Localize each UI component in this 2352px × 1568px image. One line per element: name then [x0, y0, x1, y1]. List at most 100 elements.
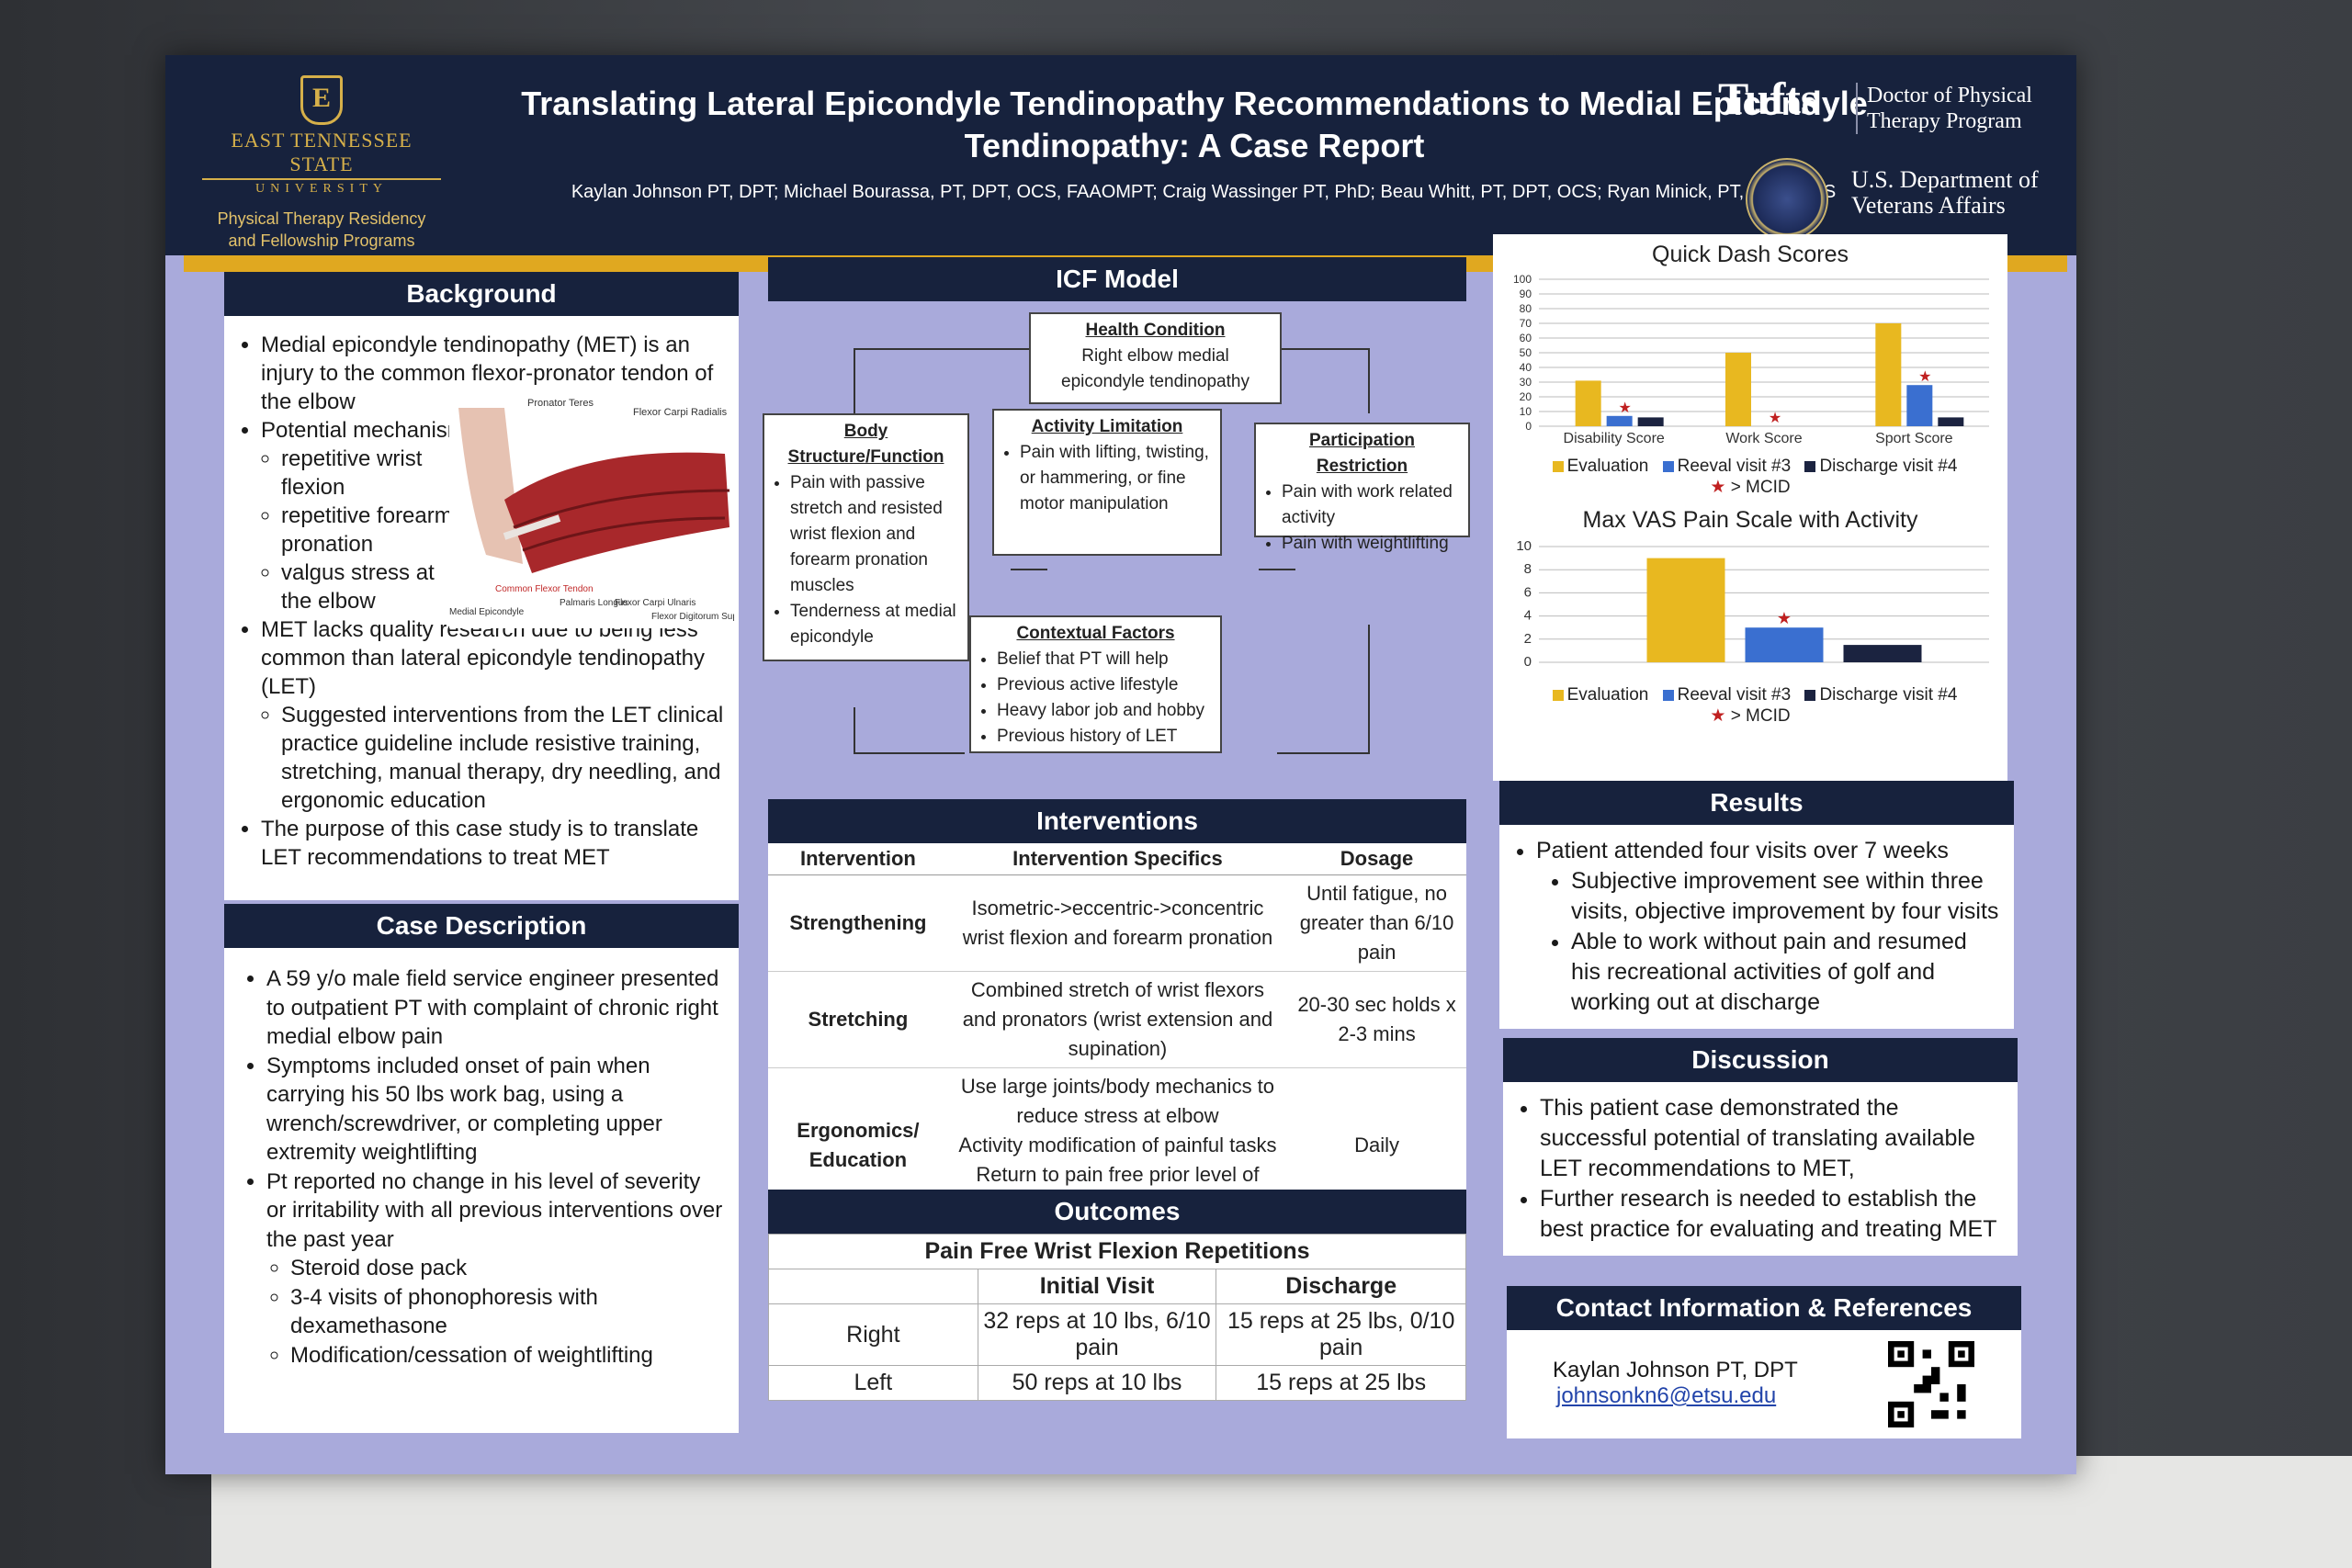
y-tick-label: 40: [1520, 361, 1532, 374]
icf-body-structure: Body Structure/Function Pain with passiv…: [763, 413, 969, 661]
y-tick-label: 50: [1520, 346, 1532, 359]
discussion-panel: This patient case demonstrated the succe…: [1503, 1082, 2018, 1256]
results-bullet: Patient attended four visits over 7 week…: [1536, 836, 2001, 866]
poster-authors: Kaylan Johnson PT, DPT; Michael Bourassa…: [571, 182, 1837, 202]
case-bullet: A 59 y/o male field service engineer pre…: [266, 964, 726, 1052]
table-header: Intervention: [768, 843, 948, 875]
icf-section: ICF Model Health Condition Right elbow m…: [763, 257, 1470, 845]
results-subbullet: Subjective improvement see within three …: [1571, 866, 2001, 927]
anatomy-label: Flexor Carpi Ulnaris: [615, 598, 695, 608]
case-heading: Case Description: [224, 904, 739, 948]
case-bullet: Pt reported no change in his level of se…: [266, 1168, 726, 1371]
y-tick-label: 4: [1524, 608, 1532, 624]
tufts-logo: Tufts: [1718, 73, 1819, 124]
x-tick-label: Disability Score: [1564, 431, 1665, 446]
background-subbullet: Suggested interventions from the LET cli…: [281, 701, 726, 815]
icf-health-condition: Health Condition Right elbow medial epic…: [1029, 312, 1282, 404]
contact-name: Kaylan Johnson PT, DPT: [1553, 1358, 1798, 1382]
results-heading: Results: [1499, 781, 2014, 825]
table-header: Intervention Specifics: [947, 843, 1288, 875]
chart-legend: Evaluation Reeval visit #3 Discharge vis…: [1493, 457, 2007, 498]
table-row: Stretching Combined stretch of wrist fle…: [768, 971, 1466, 1068]
mcid-star-icon: ★: [1918, 369, 1931, 385]
bar: [1646, 558, 1725, 662]
bar: [1938, 417, 1964, 426]
y-tick-label: 90: [1520, 288, 1532, 300]
chart-title: Quick Dash Scores: [1652, 242, 1849, 267]
case-panel: A 59 y/o male field service engineer pre…: [224, 948, 739, 1433]
anatomy-label: Flexor Digitorum Superficialis: [651, 612, 734, 622]
mcid-star-icon: ★: [1777, 609, 1792, 627]
poster-header: E EAST TENNESSEE STATE UNIVERSITY Physic…: [165, 55, 2076, 255]
qr-code-icon[interactable]: [1888, 1341, 1974, 1427]
etsu-logo: E EAST TENNESSEE STATE UNIVERSITY Physic…: [202, 75, 441, 252]
anatomy-label: Common Flexor Tendon: [495, 584, 594, 594]
table-header: Discharge: [1216, 1269, 1466, 1304]
mcid-star-icon: ★: [1769, 411, 1781, 426]
icf-activity-limitation: Activity Limitation Pain with lifting, t…: [992, 409, 1222, 556]
table-row: Left 50 reps at 10 lbs 15 reps at 25 lbs: [768, 1365, 1466, 1401]
mechanism-item: repetitive wrist flexion: [281, 445, 465, 502]
bar: [1575, 380, 1601, 426]
icf-heading: ICF Model: [768, 257, 1466, 301]
results-subbullet: Able to work without pain and resumed hi…: [1571, 927, 2001, 1018]
discussion-bullet: Further research is needed to establish …: [1540, 1184, 2005, 1245]
table-row: Strengthening Isometric->eccentric->conc…: [768, 874, 1466, 972]
results-section: Results Patient attended four visits ove…: [1499, 781, 2014, 1029]
y-tick-label: 20: [1520, 390, 1532, 403]
y-tick-label: 6: [1524, 584, 1532, 600]
background-heading: Background: [224, 272, 739, 316]
y-tick-label: 80: [1520, 302, 1532, 315]
contact-email-link[interactable]: johnsonkn6@etsu.edu: [1556, 1383, 1777, 1408]
bar: [1875, 323, 1902, 426]
elbow-anatomy-illustration: Pronator Teres Flexor Carpi Radialis Med…: [449, 389, 734, 628]
y-tick-label: 30: [1520, 376, 1532, 389]
x-tick-label: Work Score: [1725, 431, 1802, 446]
chart-legend: Evaluation Reeval visit #3 Discharge vis…: [1493, 685, 2007, 727]
tufts-program: Doctor of Physical Therapy Program: [1856, 83, 2078, 134]
results-panel: Patient attended four visits over 7 week…: [1499, 825, 2014, 1029]
chart-title: Max VAS Pain Scale with Activity: [1582, 507, 1918, 533]
x-tick-label: Sport Score: [1875, 431, 1953, 446]
background-panel: Medial epicondyle tendinopathy (MET) is …: [224, 316, 739, 900]
etsu-program: Physical Therapy Residency and Fellowshi…: [217, 209, 426, 250]
interventions-heading: Interventions: [768, 799, 1466, 843]
bar: [1843, 645, 1922, 662]
mechanism-item: repetitive forearm pronation: [281, 502, 465, 558]
background-bullet: Medial epicondyle tendinopathy (MET) is …: [261, 331, 726, 416]
case-subbullet: 3-4 visits of phonophoresis with dexamet…: [290, 1283, 726, 1341]
case-subbullet: Steroid dose pack: [290, 1254, 726, 1283]
y-tick-label: 10: [1520, 405, 1532, 418]
bar: [1606, 415, 1633, 426]
background-bullet: Potential mechanisms: repetitive wrist f…: [261, 416, 726, 615]
background-bullet: The purpose of this case study is to tra…: [261, 815, 726, 872]
case-bullet: Symptoms included onset of pain when car…: [266, 1052, 726, 1168]
interventions-section: Interventions Intervention Intervention …: [768, 799, 1466, 1224]
discussion-heading: Discussion: [1503, 1038, 2018, 1082]
y-tick-label: 70: [1520, 317, 1532, 330]
y-tick-label: 60: [1520, 332, 1532, 344]
etsu-shield-icon: E: [300, 75, 343, 125]
anatomy-label: Flexor Carpi Radialis: [633, 407, 728, 418]
background-section: Background Medial epicondyle tendinopath…: [224, 272, 739, 1433]
icf-participation: Participation Restriction Pain with work…: [1254, 423, 1470, 553]
y-tick-label: 10: [1516, 538, 1532, 554]
mcid-star-icon: ★: [1618, 400, 1631, 416]
icf-contextual-factors: Contextual Factors Belief that PT will h…: [969, 615, 1222, 753]
outcomes-subheading: Pain Free Wrist Flexion Repetitions: [768, 1234, 1466, 1269]
anatomy-label: Palmaris Longus: [560, 598, 628, 608]
bar: [1906, 385, 1933, 426]
outcomes-table: Pain Free Wrist Flexion Repetitions Init…: [768, 1234, 1466, 1401]
va-name: U.S. Department of Veterans Affairs: [1851, 166, 2039, 219]
table-row: Right 32 reps at 10 lbs, 6/10 pain 15 re…: [768, 1303, 1466, 1366]
y-tick-label: 8: [1524, 561, 1532, 577]
anatomy-label: Pronator Teres: [527, 398, 594, 409]
discussion-bullet: This patient case demonstrated the succe…: [1540, 1093, 2005, 1184]
table-surface: [211, 1456, 2352, 1568]
va-seal-icon: [1746, 158, 1828, 241]
y-tick-label: 100: [1513, 273, 1532, 286]
contact-panel: Kaylan Johnson PT, DPT johnsonkn6@etsu.e…: [1507, 1330, 2021, 1438]
